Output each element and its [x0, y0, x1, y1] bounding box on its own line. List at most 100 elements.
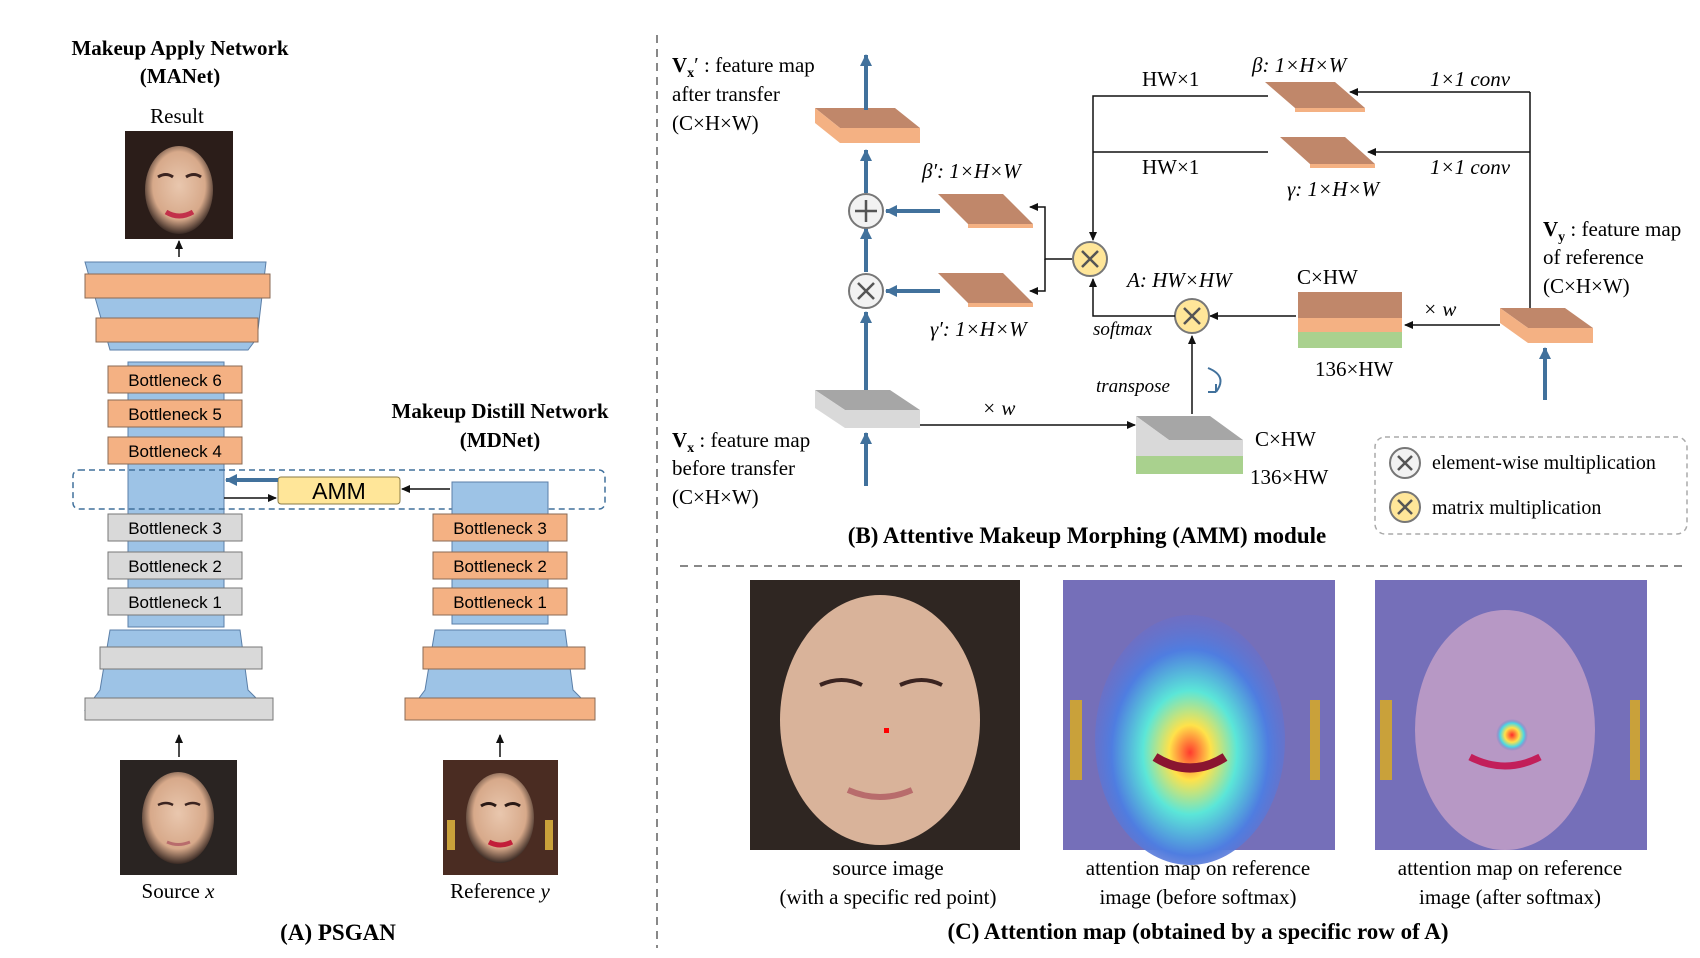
matrix-multiply-operator-top — [1072, 241, 1108, 277]
result-label: Result — [150, 104, 204, 128]
mdnet-encoder-layer — [422, 646, 586, 670]
manet-encoder-layer — [99, 646, 263, 670]
bottleneck-label: Bottleneck 2 — [453, 557, 547, 576]
vx-line2: before transfer — [672, 456, 795, 480]
operator-legend: element-wise multiplication matrix multi… — [1374, 436, 1688, 535]
transpose-icon — [1207, 367, 1222, 393]
panel-b-caption: (B) Attentive Makeup Morphing (AMM) modu… — [848, 523, 1327, 548]
red-point — [884, 728, 889, 733]
svg-text:Reference y: Reference y — [450, 879, 550, 903]
hw1-mid-label: HW×1 — [1142, 155, 1199, 179]
vy-line3: (C×H×W) — [1543, 274, 1630, 298]
img3-caption-line2: image (after softmax) — [1419, 885, 1601, 909]
attention-source-image — [750, 580, 1020, 850]
amm-block — [277, 476, 401, 505]
panel-c: source image (with a specific red point)… — [750, 580, 1647, 944]
manet-title-line2: (MANet) — [140, 64, 220, 88]
vx-prime-line2: after transfer — [672, 82, 780, 106]
output-feature-slab — [815, 108, 920, 143]
to-beta-prime-line — [1029, 203, 1072, 260]
img1-caption-line1: source image — [832, 856, 943, 880]
reference-photo — [443, 760, 558, 875]
vx-feature-slab — [815, 390, 920, 428]
gamma-prime-slab — [938, 273, 1033, 307]
source-photo — [120, 760, 237, 875]
a-to-multiply-arrow — [1089, 278, 1175, 317]
beta-prime-label: β′: 1×H×W — [921, 159, 1023, 183]
beta-slab — [1265, 82, 1365, 112]
vy-symbol: V — [1543, 217, 1558, 241]
vx-prime-line3: (C×H×W) — [672, 111, 759, 135]
mdnet-encoder-layer — [404, 697, 596, 721]
svg-text:Vy : feature map: Vy : feature map — [1543, 217, 1681, 245]
img2-caption-line2: image (before softmax) — [1099, 885, 1296, 909]
bottleneck-label: Bottleneck 3 — [453, 519, 547, 538]
transpose-label: transpose — [1096, 376, 1170, 397]
panel-c-caption: (C) Attention map (obtained by a specifi… — [947, 919, 1448, 944]
amm-label: AMM — [312, 478, 366, 504]
times-w-right: × w — [1423, 297, 1456, 321]
bottleneck-label: Bottleneck 3 — [128, 519, 222, 538]
source-var: x — [204, 879, 215, 903]
beta-label: β: 1×H×W — [1251, 53, 1349, 77]
vx-sub: x — [687, 441, 694, 456]
vy-sub: y — [1558, 230, 1565, 245]
conv1-label: 1×1 conv — [1430, 67, 1511, 91]
hw136-bottom-label: 136×HW — [1250, 465, 1329, 489]
add-operator — [848, 193, 884, 229]
reference-feature-block — [1298, 292, 1402, 348]
manet-encoder-layer — [84, 697, 274, 721]
beta-to-multiply-line — [1089, 95, 1268, 241]
bottleneck-label: Bottleneck 4 — [128, 442, 222, 461]
bottleneck-label: Bottleneck 2 — [128, 557, 222, 576]
bottleneck-label: Bottleneck 5 — [128, 405, 222, 424]
attention-map-before-softmax — [1063, 580, 1335, 865]
legend-elementwise-label: element-wise multiplication — [1432, 452, 1656, 474]
to-gamma-prime-line — [1029, 259, 1046, 295]
panel-a: Makeup Apply Network (MANet) Result Bott… — [71, 36, 608, 945]
legend-matrix-label: matrix multiplication — [1432, 497, 1601, 519]
bottleneck-label: Bottleneck 1 — [128, 593, 222, 612]
conv2-label: 1×1 conv — [1430, 155, 1511, 179]
manet-bottleneck-stack: Bottleneck 6 Bottleneck 5 Bottleneck 4 B… — [107, 365, 243, 616]
vx-prime-symbol: V — [672, 53, 687, 77]
manet-title-line1: Makeup Apply Network — [71, 36, 288, 60]
gamma-slab — [1280, 137, 1375, 168]
vx-line3: (C×H×W) — [672, 485, 759, 509]
manet-decoder-layer — [95, 317, 259, 343]
mdnet-title-line1: Makeup Distill Network — [392, 399, 609, 423]
manet-decoder-layer — [84, 273, 271, 299]
gamma-prime-label: γ′: 1×H×W — [930, 317, 1029, 341]
result-photo — [125, 131, 233, 239]
source-feature-block — [1136, 416, 1243, 474]
mdnet-title-line2: (MDNet) — [460, 428, 540, 452]
bottleneck-label: Bottleneck 6 — [128, 371, 222, 390]
vx-line1: : feature map — [694, 428, 810, 452]
hw1-top-label: HW×1 — [1142, 67, 1199, 91]
vy-line1: : feature map — [1565, 217, 1681, 241]
chw-top-label: C×HW — [1297, 265, 1358, 289]
reference-label: Reference — [450, 879, 535, 903]
vy-feature-slab — [1500, 308, 1593, 343]
source-label: Source — [142, 879, 200, 903]
svg-text:Source x: Source x — [142, 879, 216, 903]
svg-text:Vx : feature map: Vx : feature map — [672, 428, 810, 456]
img1-caption-line2: (with a specific red point) — [780, 885, 997, 909]
panel-b: Vx′ : feature map after transfer (C×H×W) — [672, 53, 1688, 548]
panel-a-caption: (A) PSGAN — [280, 920, 396, 945]
img3-caption-line1: attention map on reference — [1398, 856, 1622, 880]
times-w-left: × w — [982, 396, 1015, 420]
mdnet-bottleneck-stack: Bottleneck 3 Bottleneck 2 Bottleneck 1 — [432, 513, 568, 616]
vy-line2: of reference — [1543, 245, 1644, 269]
a-label: A: HW×HW — [1125, 268, 1234, 292]
matrix-multiply-operator-a — [1174, 298, 1210, 334]
beta-prime-slab — [938, 194, 1033, 228]
amm-region — [72, 469, 606, 510]
vx-prime-line1: ′ : feature map — [694, 53, 815, 77]
reference-var: y — [539, 879, 551, 903]
hw136-top-label: 136×HW — [1315, 357, 1394, 381]
elementwise-multiply-operator — [848, 273, 884, 309]
svg-text:Vx′ : feature map: Vx′ : feature map — [672, 53, 815, 81]
attention-map-after-softmax — [1375, 580, 1647, 850]
